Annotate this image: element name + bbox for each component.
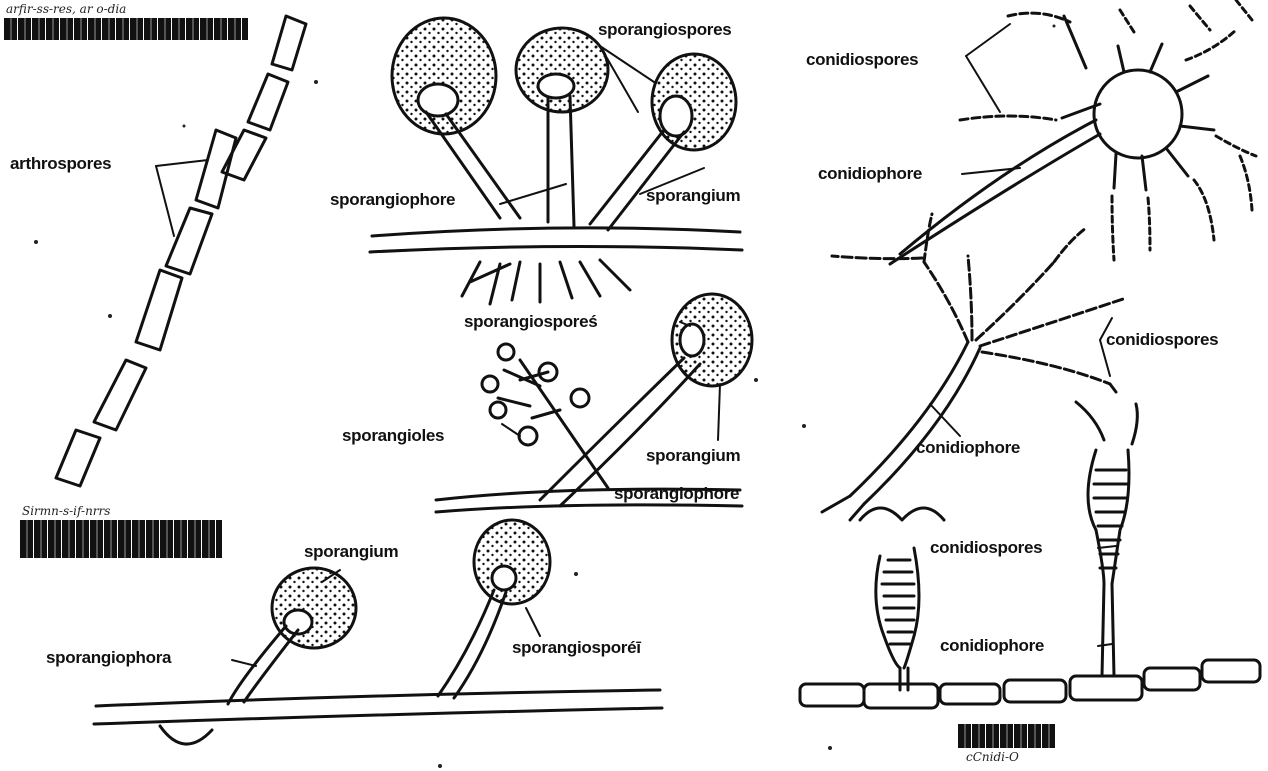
label-sporangioles: sporangioles [342,426,444,446]
label-sporangium-mid: sporangium [646,446,740,466]
arthrospore-chain [56,16,306,486]
label-conidiospores-mid: conidiospores [1106,330,1218,350]
sporangia-cluster-top [370,18,742,304]
leader-conidiophore-bottom [1098,644,1112,646]
label-conidiospores-bottom: conidiospores [930,538,1042,558]
leader-arthrospores-a [156,160,208,166]
label-conidiophore-mid: conidiophore [916,438,1020,458]
label-sporangiophore-top: sporangiophore [330,190,455,210]
label-sporangium-top: sporangium [646,186,740,206]
label-conidiophore-top: conidiophore [818,164,922,184]
label-conidiospores-top: conidiospores [806,50,918,70]
leader-sporangiospores-bottom [526,608,540,636]
label-sporangiospores-bottom: sporangiosporéī [512,638,641,658]
label-arthrospores: arthrospores [10,154,111,174]
label-sporangiospores-top: sporangiospores [598,20,731,40]
leader-sporangiophore-bottom [232,660,256,666]
conidial-head [890,0,1256,264]
label-sporangium-bottom: sporangium [304,542,398,562]
hypha-cells [800,660,1260,708]
label-sporangiophore-bottom: sporangiophora [46,648,171,668]
branching-conidiophore [822,214,1126,520]
leader-conidiospores-top-b [966,56,1000,112]
leader-sporangioles [502,424,520,436]
leader-conidiospores-top-a [966,24,1010,56]
leader-sporangiophore-top [500,184,566,204]
label-conidiophore-bottom: conidiophore [940,636,1044,656]
leader-arthrospores-b [156,166,174,236]
leader-conidiospores-bottom [1098,546,1116,548]
label-sporangiophore-mid: sporangiophore [614,484,739,504]
label-sporangiospores-mid: sporangiosporeś [464,312,597,332]
leader-sporangium-mid [718,384,720,440]
